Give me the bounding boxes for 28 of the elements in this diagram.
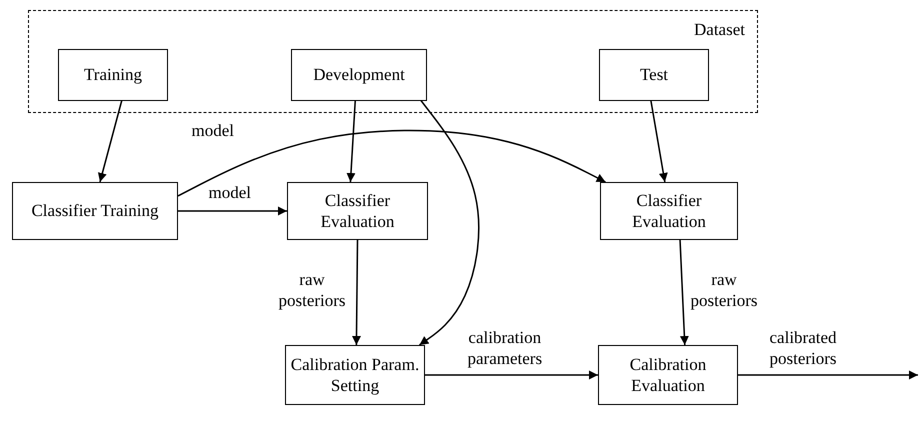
- node-label: Training: [84, 64, 142, 86]
- process-box: [291, 49, 427, 101]
- process-box: [287, 182, 428, 240]
- arrow: [418, 100, 480, 346]
- process-box: [599, 49, 709, 101]
- process-box: [598, 345, 738, 405]
- node-label: Calibration Evaluation: [628, 354, 708, 396]
- process-box: [12, 182, 178, 240]
- arrow: [679, 240, 689, 346]
- node-label: Development: [313, 64, 405, 86]
- arrow: [346, 100, 356, 182]
- node-label: Calibration Param. Setting: [290, 354, 420, 396]
- arrow: [352, 240, 361, 345]
- node-label: Test: [640, 64, 668, 86]
- arrow: [178, 130, 606, 197]
- node-label: Classifier Training: [31, 200, 159, 222]
- group-title: Dataset: [694, 19, 745, 40]
- arrow: [178, 206, 287, 216]
- dataset-group-box: [28, 10, 758, 113]
- arrow: [425, 370, 598, 380]
- node-label: Classifier Evaluation: [631, 190, 707, 232]
- node-label: Classifier Evaluation: [320, 190, 396, 232]
- arrow: [738, 370, 918, 380]
- process-box: [600, 182, 738, 240]
- arrow: [650, 100, 668, 182]
- process-box: [285, 345, 425, 405]
- arrow: [98, 100, 123, 182]
- process-box: [58, 49, 168, 101]
